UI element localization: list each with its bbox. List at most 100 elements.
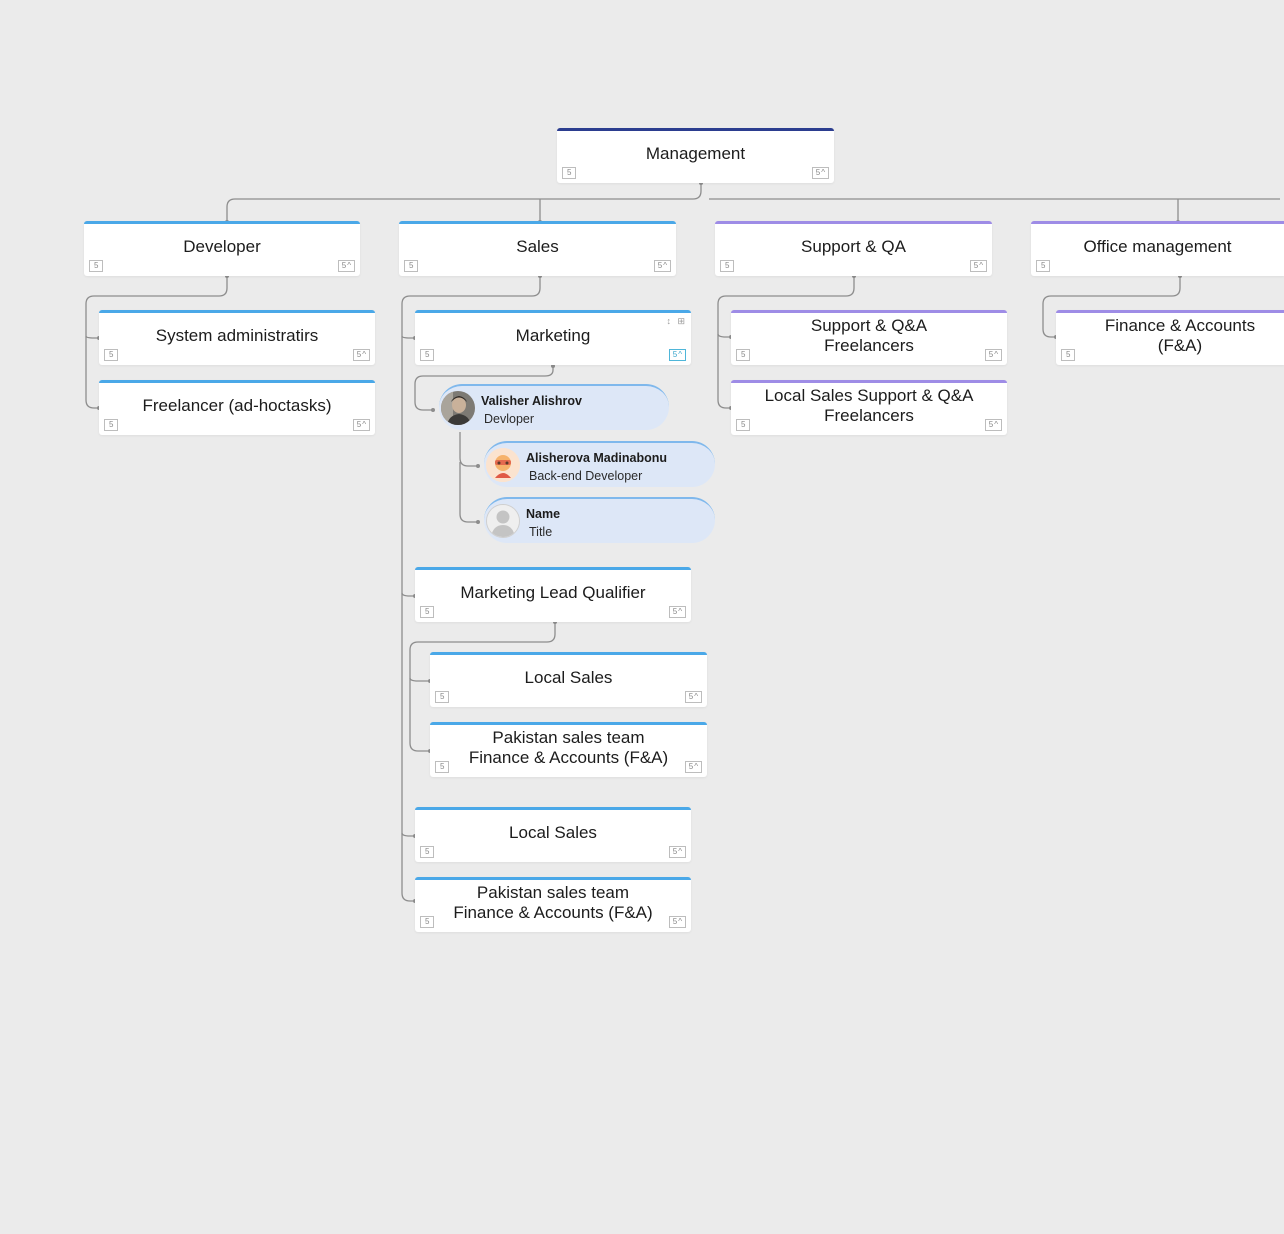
collapse-toggle[interactable]: 5^ bbox=[653, 260, 671, 272]
collapse-toggle[interactable]: 5^ bbox=[811, 167, 829, 179]
member-count-badge[interactable]: 5 bbox=[104, 419, 119, 431]
member-count-badge[interactable]: 5 bbox=[736, 349, 751, 361]
child-count: 5 bbox=[356, 350, 362, 359]
person-name: Valisher Alishrov bbox=[481, 394, 582, 408]
child-count: 5 bbox=[688, 762, 694, 771]
person-card[interactable]: Alisherova Madinabonu Back-end Developer bbox=[484, 441, 715, 487]
member-count-badge[interactable]: 5 bbox=[420, 606, 435, 618]
node-label: Marketing Lead Qualifier bbox=[460, 583, 646, 602]
node-label: Local Sales Support & Q&A Freelancers bbox=[764, 386, 974, 425]
node-label: Office management bbox=[1083, 237, 1232, 256]
chevron-up-icon: ^ bbox=[362, 350, 366, 359]
node-label: Pakistan sales team Finance & Accounts (… bbox=[468, 728, 669, 767]
node-label: Finance & Accounts (F&A) bbox=[1104, 316, 1256, 355]
member-count-badge[interactable]: 5 bbox=[89, 260, 104, 272]
node-label: Support & Q&A Freelancers bbox=[810, 316, 928, 355]
person-name: Name bbox=[526, 507, 561, 521]
collapse-toggle[interactable]: 5^ bbox=[684, 761, 702, 773]
collapse-toggle[interactable]: 5^ bbox=[337, 260, 355, 272]
child-count: 5 bbox=[672, 847, 678, 856]
node-system-administratirs[interactable]: System administratirs 5 5^ bbox=[99, 310, 375, 365]
collapse-toggle[interactable]: 5^ bbox=[984, 419, 1002, 431]
node-label: Freelancer (ad-hoctasks) bbox=[142, 396, 332, 415]
photo-avatar bbox=[441, 391, 475, 425]
collapse-toggle[interactable]: 5^ bbox=[668, 846, 686, 858]
node-support-qa[interactable]: Support & QA 5 5^ bbox=[715, 221, 992, 276]
person-title: Back-end Developer bbox=[529, 469, 643, 483]
node-support-freelancers[interactable]: Support & Q&A Freelancers 5 5^ bbox=[731, 310, 1007, 365]
node-label: Marketing bbox=[515, 326, 591, 345]
chevron-up-icon: ^ bbox=[347, 261, 351, 270]
member-count-badge[interactable]: 5 bbox=[420, 349, 435, 361]
node-label: Pakistan sales team Finance & Accounts (… bbox=[453, 883, 653, 922]
node-local-sales[interactable]: Local Sales 5 5^ bbox=[415, 807, 691, 862]
person-card[interactable]: Name Title bbox=[484, 497, 715, 543]
member-count-badge[interactable]: 5 bbox=[435, 761, 450, 773]
node-marketing-lead-qualifier[interactable]: Marketing Lead Qualifier 5 5^ bbox=[415, 567, 691, 622]
member-count-badge[interactable]: 5 bbox=[404, 260, 419, 272]
node-marketing[interactable]: Marketing ↕ ⊞ 5 5^ bbox=[415, 310, 691, 365]
collapse-toggle[interactable]: 5^ bbox=[352, 349, 370, 361]
member-count-badge[interactable]: 5 bbox=[420, 846, 435, 858]
child-count: 5 bbox=[688, 692, 694, 701]
node-label: Sales bbox=[516, 237, 559, 256]
child-count: 5 bbox=[672, 607, 678, 616]
node-label: Support & QA bbox=[801, 237, 906, 256]
chevron-up-icon: ^ bbox=[979, 261, 983, 270]
child-count: 5 bbox=[341, 261, 347, 270]
child-count: 5 bbox=[657, 261, 663, 270]
person-title: Devloper bbox=[484, 412, 535, 426]
member-count-badge[interactable]: 5 bbox=[420, 916, 435, 928]
member-count-badge[interactable]: 5 bbox=[435, 691, 450, 703]
node-freelancer[interactable]: Freelancer (ad-hoctasks) 5 5^ bbox=[99, 380, 375, 435]
node-finance-accounts[interactable]: Finance & Accounts (F&A) 5 bbox=[1056, 310, 1284, 365]
node-local-sales[interactable]: Local Sales 5 5^ bbox=[430, 652, 707, 707]
collapse-toggle[interactable]: 5^ bbox=[668, 349, 686, 361]
node-local-sales-support[interactable]: Local Sales Support & Q&A Freelancers 5 … bbox=[731, 380, 1007, 435]
node-tools-icon[interactable]: ↕ ⊞ bbox=[666, 316, 687, 326]
person-name: Alisherova Madinabonu bbox=[526, 451, 667, 465]
chevron-up-icon: ^ bbox=[678, 917, 682, 926]
collapse-toggle[interactable]: 5^ bbox=[352, 419, 370, 431]
node-developer[interactable]: Developer 5 5^ bbox=[84, 221, 360, 276]
chevron-up-icon: ^ bbox=[678, 847, 682, 856]
member-count-badge[interactable]: 5 bbox=[1061, 349, 1076, 361]
chevron-up-icon: ^ bbox=[678, 350, 682, 359]
chevron-up-icon: ^ bbox=[821, 168, 825, 177]
chevron-up-icon: ^ bbox=[994, 350, 998, 359]
person-title: Title bbox=[529, 525, 553, 539]
child-count: 5 bbox=[988, 420, 994, 429]
collapse-toggle[interactable]: 5^ bbox=[969, 260, 987, 272]
node-label: Management bbox=[645, 144, 746, 163]
node-pakistan-sales-team[interactable]: Pakistan sales team Finance & Accounts (… bbox=[430, 722, 707, 777]
child-count: 5 bbox=[672, 917, 678, 926]
person-card[interactable]: Valisher Alishrov Devloper bbox=[439, 384, 669, 430]
member-count-badge[interactable]: 5 bbox=[104, 349, 119, 361]
member-count-badge[interactable]: 5 bbox=[720, 260, 735, 272]
node-sales[interactable]: Sales 5 5^ bbox=[399, 221, 676, 276]
collapse-toggle[interactable]: 5^ bbox=[984, 349, 1002, 361]
chevron-up-icon: ^ bbox=[694, 692, 698, 701]
collapse-toggle[interactable]: 5^ bbox=[668, 916, 686, 928]
node-pakistan-sales-team[interactable]: Pakistan sales team Finance & Accounts (… bbox=[415, 877, 691, 932]
chevron-up-icon: ^ bbox=[694, 762, 698, 771]
chevron-up-icon: ^ bbox=[994, 420, 998, 429]
child-count: 5 bbox=[815, 168, 821, 177]
node-label: System administratirs bbox=[155, 326, 319, 345]
member-count-badge[interactable]: 5 bbox=[736, 419, 751, 431]
collapse-toggle[interactable]: 5^ bbox=[668, 606, 686, 618]
node-office-management[interactable]: Office management 5 bbox=[1031, 221, 1284, 276]
child-count: 5 bbox=[973, 261, 979, 270]
collapse-toggle[interactable]: 5^ bbox=[684, 691, 702, 703]
chevron-up-icon: ^ bbox=[362, 420, 366, 429]
chevron-up-icon: ^ bbox=[678, 607, 682, 616]
node-management[interactable]: Management 5 5^ bbox=[557, 128, 834, 183]
chevron-up-icon: ^ bbox=[663, 261, 667, 270]
child-count: 5 bbox=[356, 420, 362, 429]
node-label: Local Sales bbox=[524, 668, 613, 687]
node-label: Developer bbox=[183, 237, 261, 256]
member-count-badge[interactable]: 5 bbox=[562, 167, 577, 179]
member-count-badge[interactable]: 5 bbox=[1036, 260, 1051, 272]
node-label: Local Sales bbox=[509, 823, 597, 842]
